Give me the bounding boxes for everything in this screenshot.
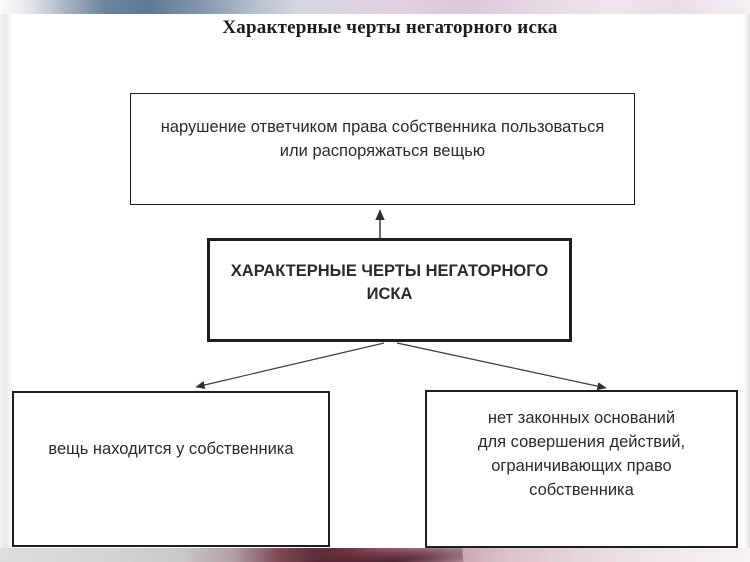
left-edge-band [0, 14, 12, 548]
top-box-violation: нарушение ответчиком права собственника … [130, 93, 635, 205]
slide-title: Характерные черты негаторного иска [222, 17, 558, 38]
arrow-down-left [195, 342, 385, 389]
maroon-swoosh-decoration [277, 548, 464, 562]
center-box-main-concept: ХАРАКТЕРНЫЕ ЧЕРТЫ НЕГАТОРНОГО ИСКА [207, 238, 572, 342]
top-gradient-band [0, 0, 750, 14]
bottom-left-box-possession: вещь находится у собственника [12, 391, 330, 547]
arrow-down-right [396, 342, 607, 391]
right-edge-band [743, 14, 750, 548]
bottom-right-box-no-grounds: нет законных оснований для совершения де… [425, 390, 738, 548]
bottom-gradient-band [0, 548, 750, 562]
